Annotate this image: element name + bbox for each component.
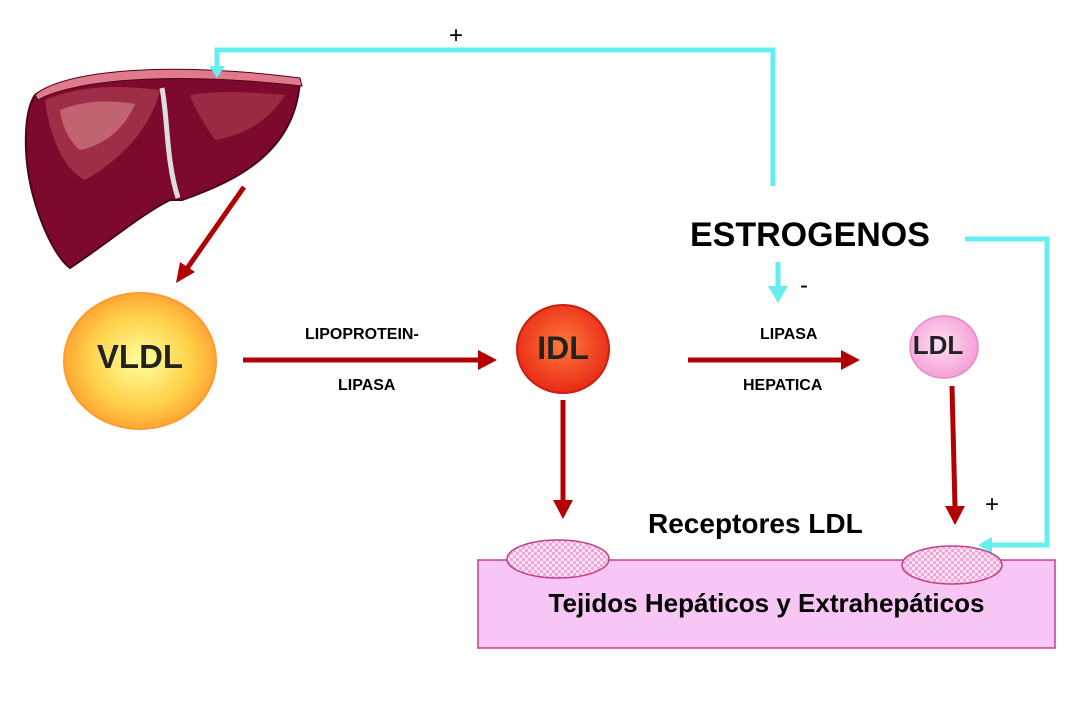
estrogen-receptor-feedback-arrow	[965, 236, 1050, 553]
idl-to-tissue-arrow	[553, 400, 573, 519]
ldl-label: LDL	[912, 330, 964, 360]
receptor-right	[901, 545, 1003, 585]
vldl-sphere	[63, 292, 217, 430]
hl-label-line1: LIPASA	[760, 326, 818, 343]
idl-to-ldl-arrow	[688, 350, 860, 370]
idl-sphere	[516, 304, 610, 394]
estrogen-liver-feedback-arrow	[209, 47, 776, 186]
receptors-label: Receptores LDL	[648, 508, 863, 539]
liver-to-vldl-arrow	[176, 185, 247, 283]
ldl-sphere	[909, 315, 979, 379]
estrogen-label: ESTROGENOS	[690, 216, 930, 254]
receptor-left	[506, 539, 610, 579]
hl-label-line2: HEPATICA	[743, 377, 823, 394]
receptor-plus-sign: +	[985, 491, 1000, 518]
estrogen-lipase-arrow	[768, 262, 788, 303]
vldl-to-idl-arrow	[243, 350, 497, 370]
top-plus-sign: +	[449, 22, 464, 49]
liver-illustration	[24, 68, 303, 270]
idl-label: IDL	[537, 330, 589, 366]
lpl-label-line1: LIPOPROTEIN-	[305, 326, 419, 343]
tissue-label: Tejidos Hepáticos y Extrahepáticos	[548, 588, 985, 618]
minus-sign: -	[800, 272, 808, 299]
lpl-label-line2: LIPASA	[338, 377, 396, 394]
vldl-label: VLDL	[96, 338, 184, 375]
ldl-to-receptor-arrow	[945, 385, 965, 525]
